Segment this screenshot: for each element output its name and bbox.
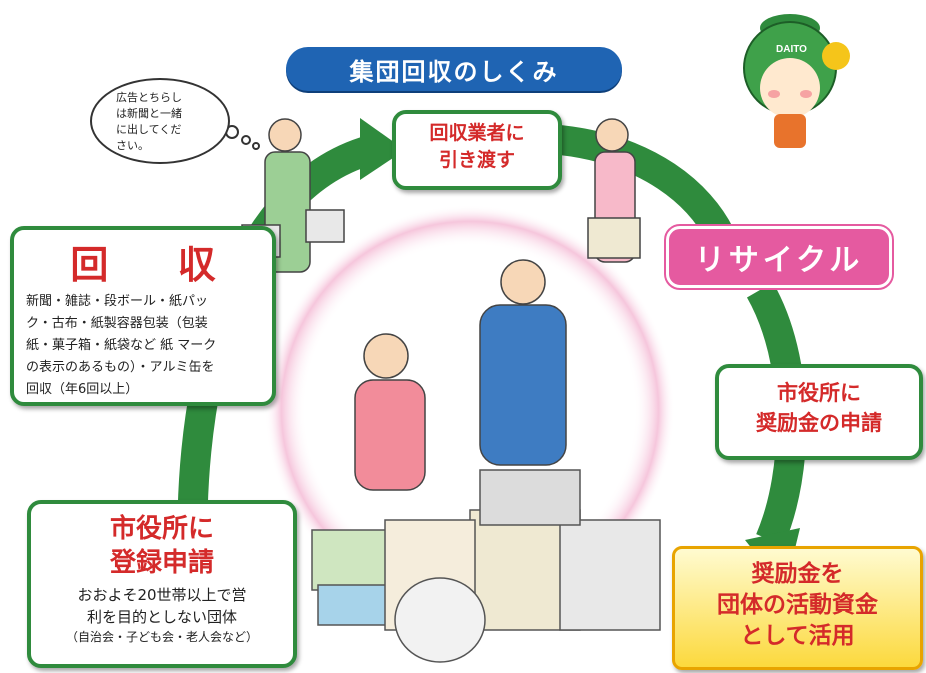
speech-line: は新聞と一緒 [116, 107, 182, 120]
collection-description: 新聞・雑誌・段ボール・紙パッ ク・古布・紙製容器包装（包装 紙・菓子箱・紙袋など… [14, 289, 272, 403]
subsidy-line: 奨励金の申請 [756, 411, 882, 435]
speech-bubble-text: 広告とちらし は新聞と一緒 に出してくだ さい。 [116, 90, 182, 154]
mascot-flower [822, 42, 850, 70]
mascot-face [760, 58, 820, 118]
registration-line: 利を目的としない団体 [86, 608, 237, 626]
subsidy-application-text: 市役所に 奨励金の申請 [719, 378, 919, 438]
paper-bundles [311, 469, 661, 663]
handover-line: 回収業者に [429, 122, 525, 144]
subsidy-line: 市役所に [777, 381, 861, 405]
man-top-head [268, 118, 302, 152]
man-center-body [479, 304, 567, 466]
fund-usage-text: 奨励金を 団体の活動資金 として活用 [675, 559, 920, 652]
collection-line: ク・古布・紙製容器包装（包装 [26, 316, 208, 331]
people [241, 118, 641, 491]
woman-center-head [363, 333, 409, 379]
handover-text: 回収業者に 引き渡す [396, 120, 558, 174]
arrow-head-1 [360, 118, 405, 180]
registration-line: おおよそ20世帯以上で営 [77, 586, 247, 604]
woman-center-body [354, 379, 426, 491]
bundle-man-top-2 [305, 209, 345, 243]
daito-mascot: DAITO [743, 14, 850, 148]
collection-line: 新聞・雑誌・段ボール・紙パッ [26, 294, 209, 309]
bubble-tail [225, 125, 260, 150]
fund-line: 団体の活動資金 [717, 592, 878, 618]
handover-box: 回収業者に 引き渡す [392, 110, 562, 190]
handover-line: 引き渡す [438, 149, 515, 171]
collection-line: 回収（年6回以上） [26, 382, 139, 397]
registration-box: 市役所に 登録申請 おおよそ20世帯以上で営 利を目的としない団体 （自治会・子… [27, 500, 297, 668]
arrow-segment-topright [558, 125, 734, 243]
registration-heading-line: 登録申請 [109, 548, 214, 578]
bundle-4 [311, 529, 393, 591]
registration-heading: 市役所に 登録申請 [31, 512, 293, 580]
recycle-label: リサイクル [664, 224, 894, 290]
collection-line: 紙・菓子箱・紙袋など 紙 マーク [26, 338, 217, 353]
speech-line: に出してくだ [116, 123, 182, 136]
speech-line: 広告とちらし [116, 91, 182, 104]
collection-line: の表示のあるもの）・アルミ缶を [26, 360, 215, 375]
collection-box: 回 収 新聞・雑誌・段ボール・紙パッ ク・古布・紙製容器包装（包装 紙・菓子箱・… [10, 226, 276, 406]
mascot-label: DAITO [776, 44, 807, 55]
bundle-woman-top [587, 217, 641, 259]
man-center-head [500, 259, 546, 305]
speech-line: さい。 [116, 139, 149, 152]
registration-description: おおよそ20世帯以上で営 利を目的としない団体 [31, 584, 293, 628]
speech-bubble: 広告とちらし は新聞と一緒 に出してくだ さい。 [90, 78, 230, 164]
registration-note: （自治会・子ども会・老人会など） [65, 630, 258, 644]
fund-line: として活用 [740, 623, 855, 649]
fund-line: 奨励金を [751, 561, 844, 587]
fund-usage-box: 奨励金を 団体の活動資金 として活用 [672, 546, 923, 670]
bundle-5 [317, 584, 389, 626]
bundle-3 [479, 469, 581, 526]
title: 集団回収のしくみ [286, 47, 622, 91]
can-bag [394, 577, 486, 663]
bundle-2 [559, 519, 661, 631]
mascot-body [774, 114, 806, 148]
woman-top-head [595, 118, 629, 152]
subsidy-application-box: 市役所に 奨励金の申請 [715, 364, 923, 460]
collection-heading: 回 収 [70, 243, 244, 287]
registration-heading-line: 市役所に [109, 514, 214, 544]
